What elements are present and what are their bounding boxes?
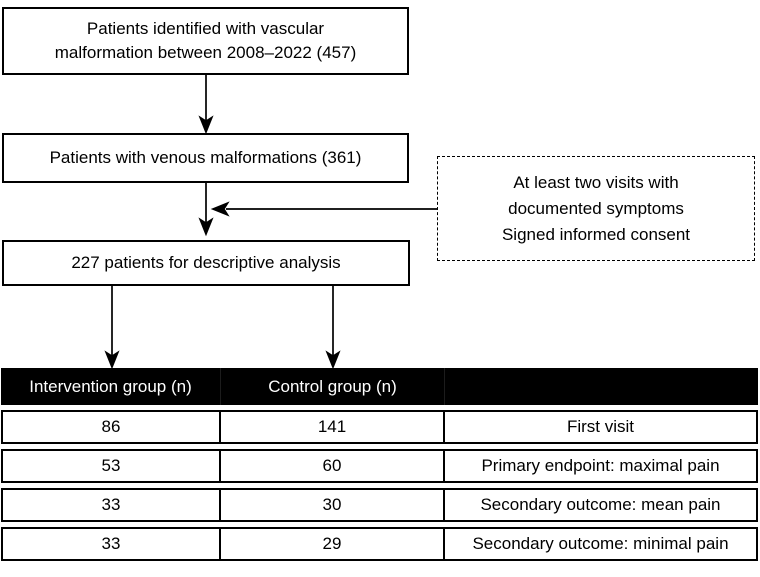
row-label: Primary endpoint: maximal pain (481, 456, 720, 475)
col-header-outcome-blank (445, 368, 758, 405)
table-row-primary-endpoint: 53 60 Primary endpoint: maximal pain (1, 449, 758, 483)
flow-box-text-line: malformation between 2008–2022 (457) (54, 43, 357, 62)
arrowhead-down-2-icon (198, 217, 214, 237)
flow-box-text-line: Patients with venous malformations (361) (49, 148, 362, 167)
arrowhead-left-icon (210, 201, 230, 217)
intervention-count: 33 (3, 529, 221, 559)
flow-box-descriptive-analysis: 227 patients for descriptive analysis (2, 240, 410, 286)
flow-box-inclusion-criteria: At least two visits with documented symp… (437, 156, 755, 261)
control-count: 141 (221, 412, 445, 442)
control-count: 60 (221, 451, 445, 481)
flow-box-text-line: 227 patients for descriptive analysis (71, 253, 341, 272)
control-count: 29 (221, 529, 445, 559)
intervention-count: 53 (3, 451, 221, 481)
col-header-intervention-group: Intervention group (n) (1, 368, 221, 405)
flow-box-venous-malformations: Patients with venous malformations (361) (2, 133, 409, 183)
outcome-table: Intervention group (n) Control group (n)… (1, 368, 758, 561)
criteria-text-line: Signed informed consent (501, 224, 691, 244)
criteria-text-line: At least two visits with (513, 172, 679, 192)
flow-box-patients-identified: Patients identified with vascular malfor… (2, 7, 409, 75)
row-label: Secondary outcome: minimal pain (472, 534, 729, 553)
flow-box-text-line: Patients identified with vascular (86, 19, 325, 38)
control-count: 30 (221, 490, 445, 520)
row-label: First visit (566, 417, 635, 436)
criteria-text-line: documented symptoms (508, 198, 684, 218)
table-row-secondary-mean-pain: 33 30 Secondary outcome: mean pain (1, 488, 758, 522)
arrowhead-down-4-icon (325, 350, 341, 368)
col-header-control-group: Control group (n) (221, 368, 445, 405)
arrowhead-down-1-icon (198, 115, 214, 135)
row-label: Secondary outcome: mean pain (480, 495, 721, 514)
table-row-secondary-minimal-pain: 33 29 Secondary outcome: minimal pain (1, 527, 758, 561)
table-row-first-visit: 86 141 First visit (1, 410, 758, 444)
table-header-row: Intervention group (n) Control group (n) (1, 368, 758, 405)
intervention-count: 86 (3, 412, 221, 442)
arrowhead-down-3-icon (104, 350, 120, 368)
intervention-count: 33 (3, 490, 221, 520)
